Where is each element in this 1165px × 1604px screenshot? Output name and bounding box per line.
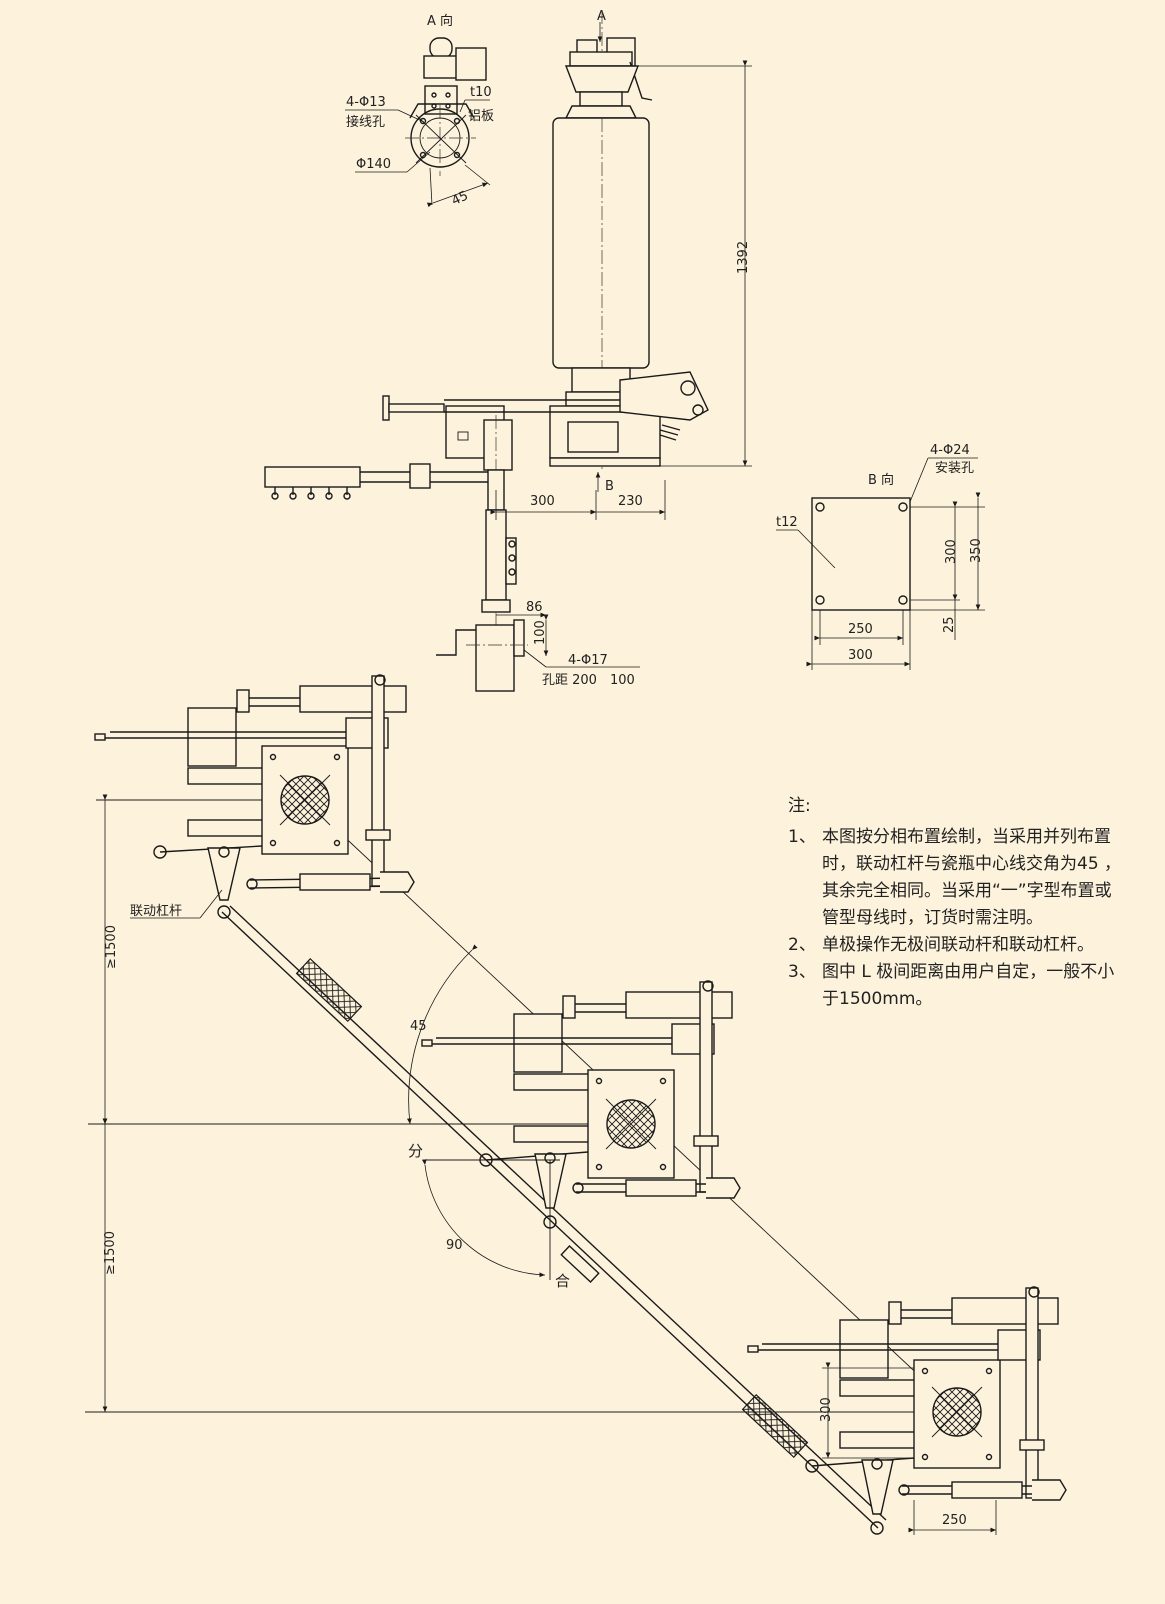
notes-title: 注:	[788, 796, 811, 816]
insulator-cap	[564, 65, 640, 93]
a-view-label: A 向	[427, 13, 453, 29]
b-view-detail: 4-Φ24 安装孔 B 向 t12 250 300 300 350 25	[776, 443, 985, 670]
notes-panel: 注: 1、 本图按分相布置绘制，当采用并列布置时，联动杠杆与瓷瓶中心线交角为45…	[788, 793, 1128, 1013]
dim-100: 100	[533, 620, 548, 645]
angle-90-label: 90	[446, 1238, 463, 1253]
holes-4-24-label: 4-Φ24	[930, 443, 970, 458]
a-view-cap	[429, 37, 453, 59]
angle-45-label: 45	[410, 1019, 427, 1034]
t12-label: t12	[776, 515, 798, 530]
dim-1392: 1392	[736, 241, 751, 274]
phi140-label: Φ140	[356, 157, 391, 172]
a-view-detail: A 向 4-Φ13 接线孔 t10 铝板 Φ140 45	[345, 13, 494, 209]
note-text: 本图按分相布置绘制，当采用并列布置时，联动杠杆与瓷瓶中心线交角为45 ，其余完全…	[822, 827, 1122, 928]
b-dim-300-v: 300	[944, 539, 959, 564]
dim-230: 230	[618, 494, 643, 509]
linkage-lever-label: 联动杠杆	[130, 903, 182, 919]
rod-turnbuckle-2	[741, 1393, 809, 1459]
phase-1-unit: 联动杠杆	[94, 674, 415, 919]
close-label: 合	[555, 1272, 570, 1290]
b-view-label: B 向	[868, 472, 894, 488]
note-item: 3、 图中 L 极间距离由用户自定，一般不小于1500mm。	[788, 959, 1128, 1013]
dim-300-base: 300	[530, 494, 555, 509]
note-number: 2、	[788, 935, 816, 955]
ge1500-b: ≥1500	[103, 1231, 118, 1275]
lower-rod-adjuster	[264, 466, 361, 488]
holes-4-13-label: 4-Φ13	[346, 95, 386, 110]
phase-3-unit	[747, 1286, 1067, 1535]
b-dim-25: 25	[942, 616, 957, 633]
upper-lever-crank	[619, 371, 709, 421]
note-item: 2、 单极操作无极间联动杆和联动杠杆。	[788, 932, 1128, 959]
dim-300-lower: 300	[819, 1397, 834, 1422]
t10-label: t10	[470, 85, 492, 100]
b-dim-250: 250	[848, 622, 873, 637]
a-view-motor	[455, 47, 487, 81]
b-dim-300-h: 300	[848, 648, 873, 663]
note-text: 图中 L 极间距离由用户自定，一般不小于1500mm。	[822, 962, 1115, 1009]
lower-shaft-flange	[475, 624, 515, 692]
open-label: 分	[408, 1142, 423, 1160]
note-text: 单极操作无极间联动杆和联动杠杆。	[822, 935, 1094, 955]
b-dim-350: 350	[969, 538, 984, 563]
rod-turnbuckle-1	[295, 957, 363, 1023]
ge1500-a: ≥1500	[104, 925, 119, 969]
mount-hole-label: 安装孔	[935, 461, 974, 476]
note-number: 1、	[788, 827, 816, 847]
b-arrow-label: B	[605, 479, 614, 494]
dim-45-small: 45	[449, 188, 470, 209]
b-view-plate	[811, 497, 911, 611]
hole-spacing-label: 孔距 200 100	[542, 673, 635, 688]
wiring-hole-label: 接线孔	[346, 114, 385, 130]
main-side-view: A	[264, 9, 752, 692]
dim-250-lower: 250	[942, 1513, 967, 1528]
insulator-body	[552, 117, 650, 369]
a-view-head	[423, 55, 461, 79]
plan-view: ≥1500 ≥1500	[85, 674, 1067, 1535]
dim-86: 86	[526, 600, 543, 615]
holes-4-17-label: 4-Φ17	[568, 653, 608, 668]
note-item: 1、 本图按分相布置绘制，当采用并列布置时，联动杠杆与瓷瓶中心线交角为45 ，其…	[788, 824, 1128, 932]
note-number: 3、	[788, 962, 816, 982]
alu-plate-label: 铝板	[468, 109, 494, 124]
phase-2-base	[587, 1069, 675, 1179]
vertical-shaft	[485, 509, 507, 601]
a-arrow-label: A	[597, 9, 606, 24]
a-view-terminal-block	[424, 85, 458, 115]
phase-2-unit	[421, 980, 741, 1229]
